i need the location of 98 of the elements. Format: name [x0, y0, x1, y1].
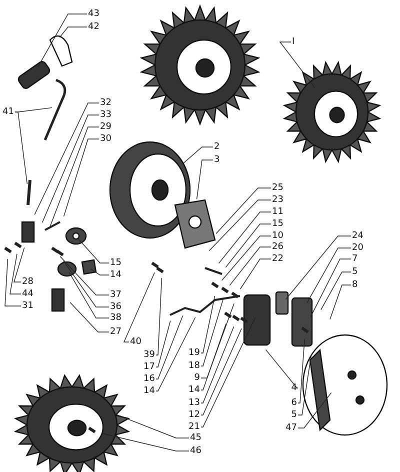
leader-line	[298, 356, 312, 416]
leader-line	[200, 328, 242, 416]
leader-line	[101, 433, 190, 452]
leader-line	[200, 303, 234, 378]
leader-line	[115, 414, 190, 438]
callout-number: 44	[22, 289, 34, 299]
callout-number: 15	[110, 258, 122, 268]
leader-line	[310, 258, 352, 318]
leader-line	[63, 138, 100, 217]
leader-line	[123, 272, 155, 342]
callout-number: 15	[272, 219, 284, 229]
callout-number: 39	[144, 350, 155, 360]
leader-line	[222, 236, 272, 281]
callout-number: 40	[130, 337, 142, 347]
callout-number: 13	[188, 398, 200, 408]
leader-line	[50, 126, 100, 227]
leader-line	[34, 102, 100, 215]
leader-line	[38, 14, 88, 68]
leader-line	[196, 160, 214, 200]
callout-number: 14	[188, 385, 200, 395]
leader-line	[182, 146, 214, 164]
callout-number: 19	[188, 348, 200, 358]
callout-number: 41	[2, 107, 14, 117]
callout-number: 4	[291, 383, 297, 393]
leader-line	[42, 114, 100, 223]
leader-line	[330, 284, 352, 320]
leader-line	[90, 268, 110, 276]
leader-line	[298, 338, 305, 404]
callout-number: 5	[291, 410, 297, 420]
leader-line	[265, 349, 298, 388]
callout-number: 12	[188, 410, 200, 420]
leader-line	[63, 260, 110, 308]
callout-number: 28	[22, 277, 34, 287]
callout-number: 29	[100, 122, 112, 132]
callout-number: 26	[272, 242, 284, 252]
leader-line	[225, 224, 272, 268]
callout-number: 3	[214, 155, 220, 165]
leader-line	[156, 317, 196, 392]
leader-line	[218, 212, 272, 264]
callout-number: 20	[352, 243, 364, 253]
callout-number: 30	[100, 134, 112, 144]
callout-number: 43	[88, 9, 100, 19]
leader-line	[285, 236, 352, 300]
callout-number: 7	[352, 254, 358, 264]
leader-line	[200, 298, 224, 366]
callout-number: 16	[144, 374, 155, 384]
callout-number: 17	[144, 362, 155, 372]
leader-line	[229, 246, 272, 286]
callout-number: 23	[272, 195, 284, 205]
leader-line	[240, 258, 272, 290]
callout-number: 22	[272, 254, 284, 264]
callout-number: 46	[190, 446, 202, 456]
callout-number: 18	[188, 361, 200, 371]
callout-number: 37	[110, 290, 122, 300]
leader-line	[156, 315, 184, 380]
leader-line	[298, 392, 332, 428]
leader-line	[68, 272, 110, 318]
leader-line	[59, 26, 88, 38]
leader-line	[200, 296, 216, 354]
callout-number: 36	[110, 302, 122, 312]
leader-line	[200, 326, 234, 404]
leader-line	[10, 254, 22, 294]
leader-line	[200, 323, 226, 390]
callout-number: 47	[286, 423, 297, 433]
callout-number: 32	[100, 98, 112, 108]
callout-number: I	[292, 37, 295, 47]
leader-line	[70, 302, 110, 332]
leader-line	[4, 258, 22, 306]
callout-number: 11	[272, 207, 284, 217]
callout-number: 27	[110, 327, 122, 337]
leader-line	[200, 317, 256, 428]
leader-line	[156, 278, 162, 356]
callout-number: 31	[22, 301, 34, 311]
callout-number: 24	[352, 231, 364, 241]
leader-line	[279, 42, 315, 88]
callout-number: 42	[88, 22, 100, 32]
callout-number: 14	[110, 270, 122, 280]
callout-number: 21	[188, 422, 200, 432]
leader-line	[60, 256, 110, 296]
leader-line	[78, 238, 110, 264]
leader-line	[14, 247, 25, 282]
callout-number: 14	[144, 386, 155, 396]
leader-line	[320, 272, 352, 310]
callout-number: 25	[272, 183, 284, 193]
leader-line	[216, 188, 272, 234]
leader-line	[306, 248, 352, 304]
callout-number: 33	[100, 110, 112, 120]
callout-number: 6	[291, 398, 297, 408]
callout-number: 10	[272, 231, 284, 241]
leader-line	[208, 200, 272, 252]
callout-number: 45	[190, 433, 202, 443]
leader-line	[156, 320, 171, 368]
callout-number: 9	[194, 373, 200, 383]
leader-line	[14, 112, 28, 184]
callout-number: 8	[352, 280, 358, 290]
callout-number: 38	[110, 313, 122, 323]
callout-number: 5	[352, 267, 358, 277]
callout-number: 2	[214, 142, 220, 152]
